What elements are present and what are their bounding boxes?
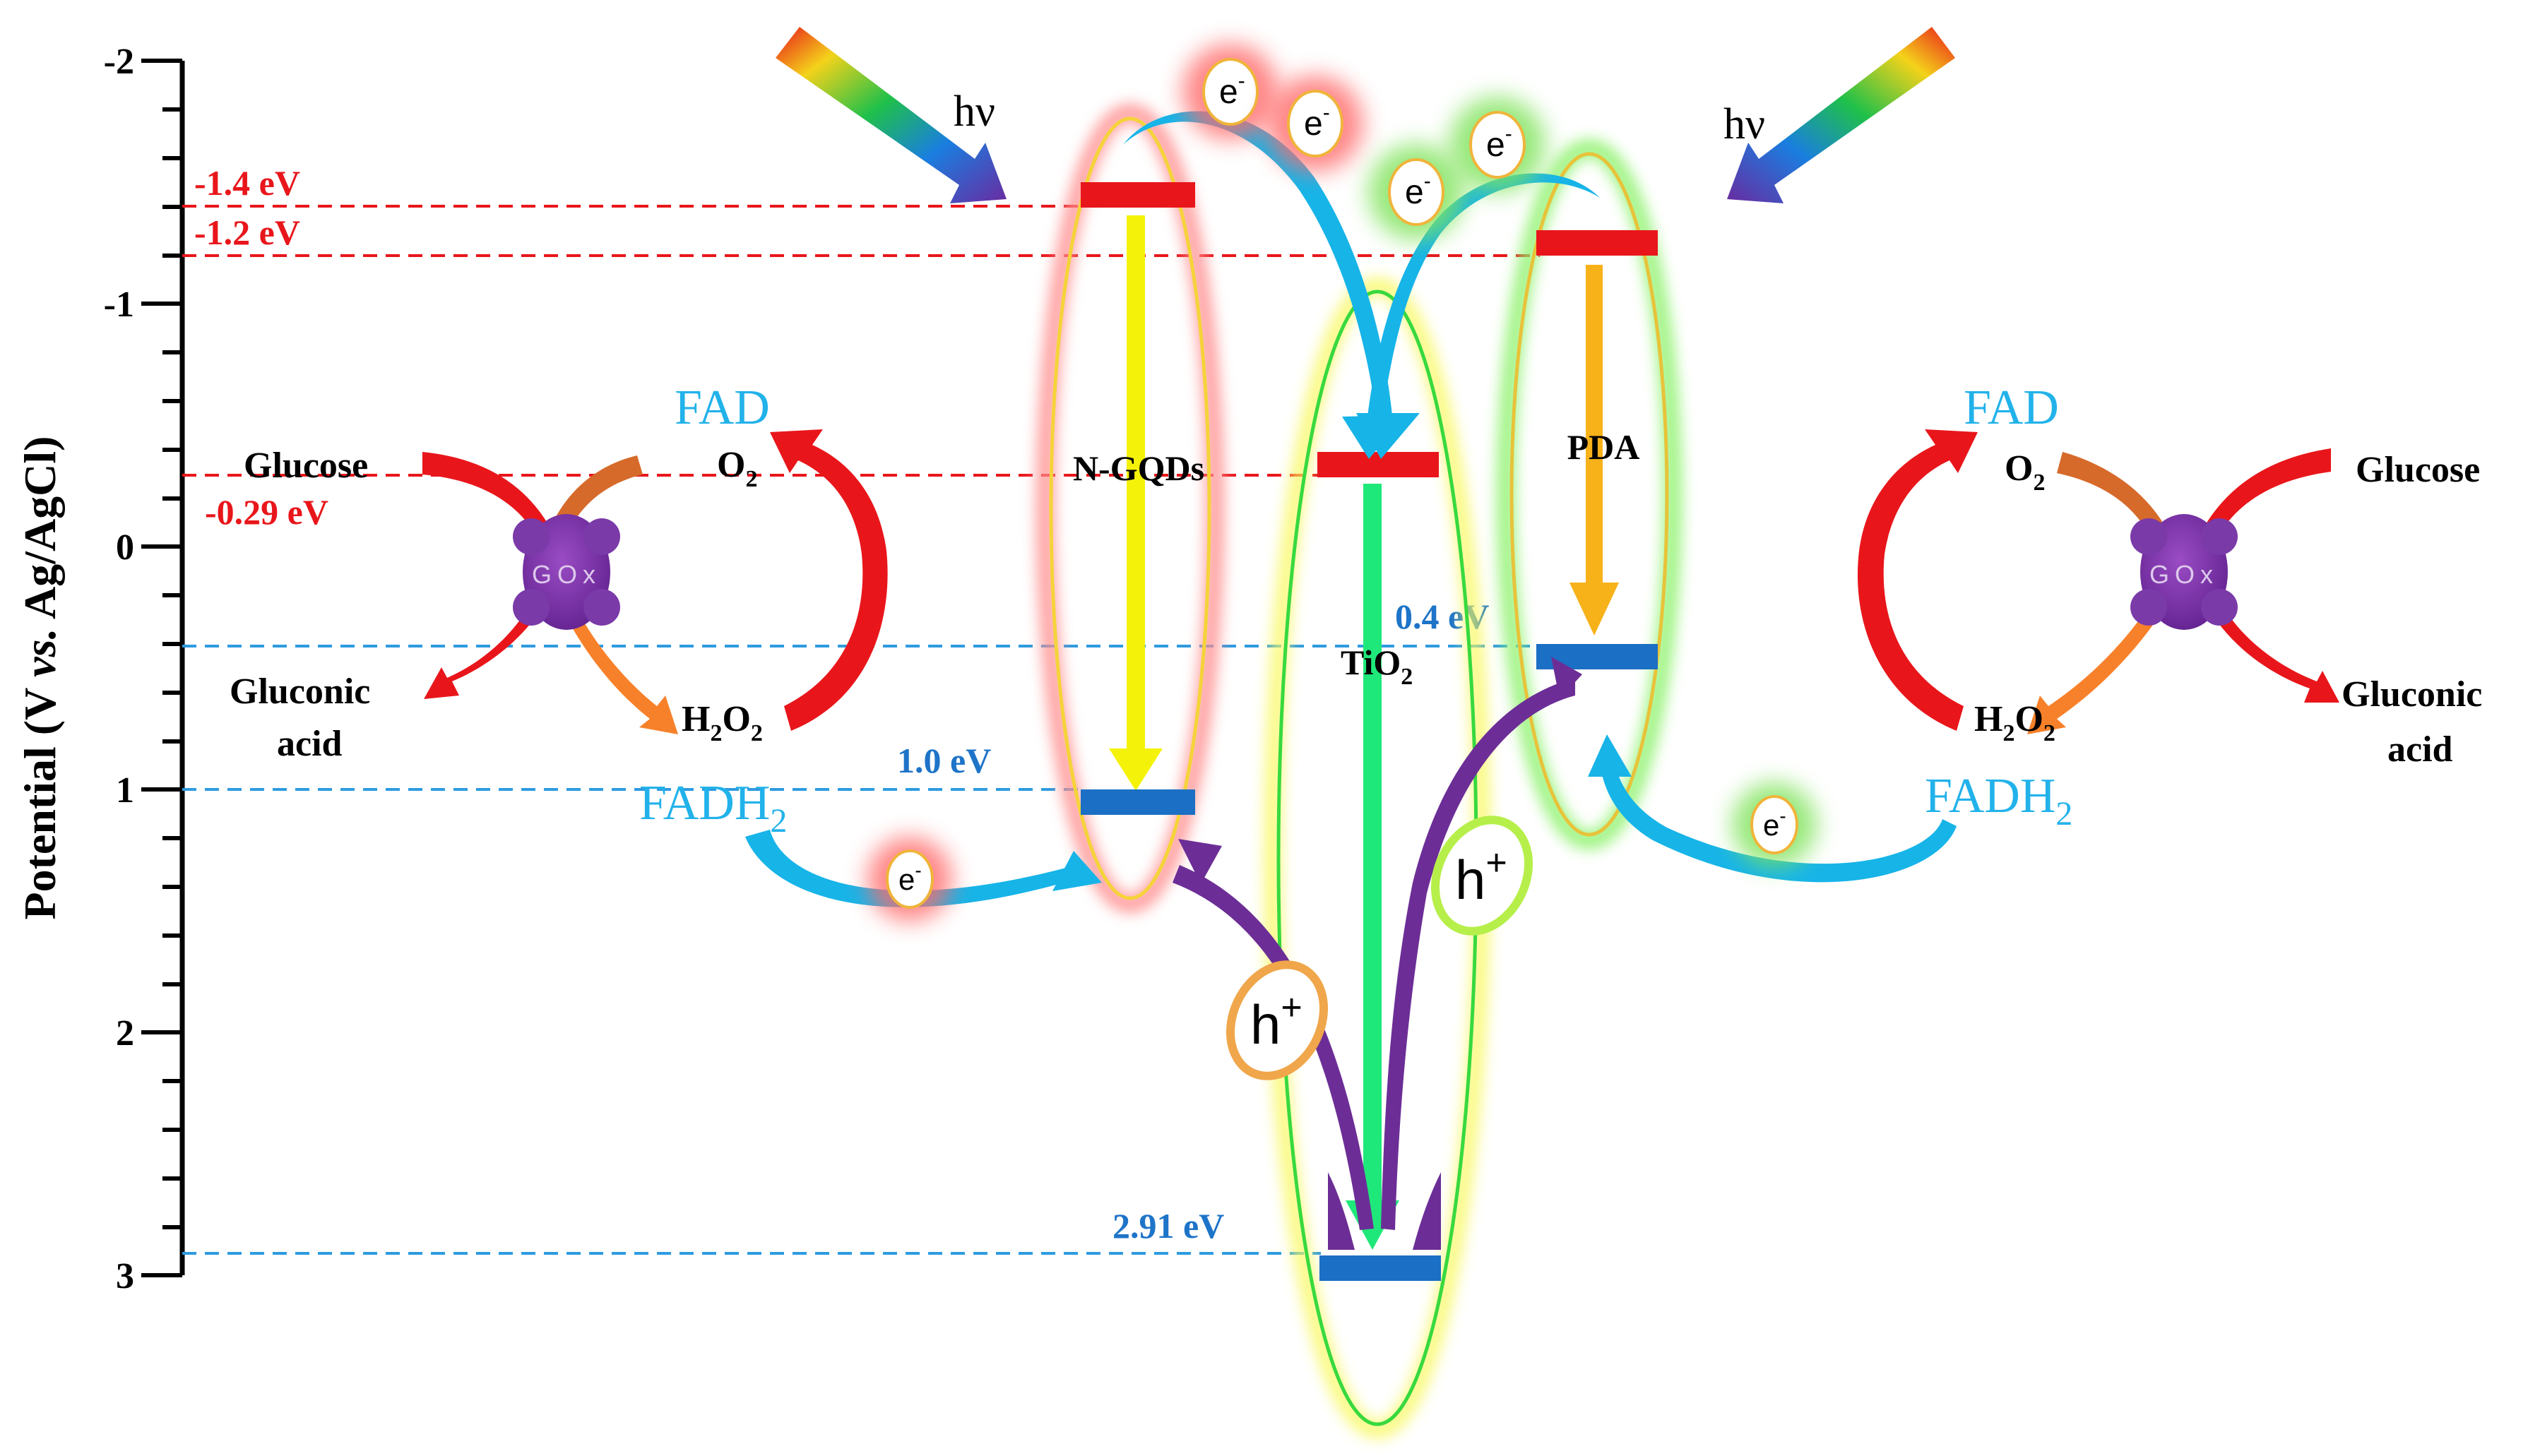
- pda-cb-bar: [1536, 230, 1658, 256]
- glucose-label-left: Glucose: [244, 446, 368, 486]
- hv-label-right: hν: [1723, 100, 1765, 148]
- svg-text:e-: e-: [1219, 69, 1245, 111]
- h2o2-label-left: H2O2: [682, 699, 763, 746]
- tick-label: 2: [116, 1013, 134, 1054]
- hole-bubble: h+: [1226, 960, 1329, 1080]
- light-arrow-left: [776, 27, 1007, 203]
- ngqd-region: [1036, 104, 1224, 913]
- fadh2-label-left: FADH2: [639, 776, 787, 840]
- svg-text:e-: e-: [1486, 122, 1512, 164]
- ngqd-excitation-arrow: [1109, 215, 1163, 791]
- svg-text:e-: e-: [1763, 805, 1786, 842]
- pda-excitation-arrow: [1569, 265, 1619, 635]
- potential-axis: -2 -1 0 1 2 3 Potential (V vs. Ag/AgCl): [15, 42, 185, 1296]
- level-label-ngqd-cb: -1.4 eV: [194, 163, 300, 203]
- hole-bubble: h+: [1430, 816, 1533, 936]
- enzyme-cycle-left: GOx: [422, 429, 888, 734]
- pda-label: PDA: [1567, 427, 1640, 467]
- ngqd-label: N-GQDs: [1073, 448, 1204, 488]
- electron-bubble: e-: [1449, 97, 1545, 193]
- hv-label-left: hν: [954, 88, 995, 136]
- ngqd-vb-bar: [1081, 789, 1195, 815]
- tick-label: 0: [116, 527, 134, 568]
- o2-label-right: O2: [2005, 448, 2045, 496]
- level-label-ngqd-vb: 1.0 eV: [897, 741, 991, 780]
- electron-bubble: e-: [1732, 782, 1817, 867]
- light-arrow-right: [1727, 27, 1955, 203]
- level-label-tio2-vb: 2.91 eV: [1112, 1206, 1224, 1246]
- h2o2-label-right: H2O2: [1974, 699, 2055, 746]
- svg-text:h+: h+: [1250, 987, 1302, 1056]
- tick-label: -2: [104, 42, 134, 82]
- level-label-tio2-cb: -0.29 eV: [205, 492, 328, 532]
- tick-label: 1: [116, 770, 134, 811]
- enzyme-cycle-right: GOx: [1857, 429, 2339, 734]
- fadh2-label-right: FADH2: [1925, 769, 2072, 833]
- glucose-label-right: Glucose: [2356, 450, 2480, 490]
- svg-text:e-: e-: [1304, 101, 1330, 143]
- fad-label-right: FAD: [1964, 381, 2059, 435]
- electron-bubble: e-: [1368, 144, 1464, 240]
- tick-label: -1: [104, 285, 134, 325]
- svg-text:h+: h+: [1455, 842, 1507, 911]
- o2-label-left: O2: [717, 445, 757, 492]
- pda-region: [1497, 139, 1682, 849]
- hole-transfer-arrows: [1173, 657, 1582, 1250]
- svg-text:e-: e-: [898, 859, 922, 896]
- electron-bubble: e-: [867, 837, 952, 921]
- tio2-vb-bar: [1319, 1255, 1441, 1281]
- level-label-pda-cb: -1.2 eV: [194, 213, 300, 252]
- ngqd-cb-bar: [1081, 182, 1195, 208]
- axis-label: Potential (V vs. Ag/AgCl): [15, 436, 65, 920]
- gox-enzyme: GOx: [513, 514, 620, 630]
- svg-text:GOx: GOx: [532, 560, 601, 589]
- svg-text:GOx: GOx: [2149, 560, 2219, 589]
- fad-label-left: FAD: [675, 381, 770, 435]
- electron-bubble: e-: [1182, 44, 1278, 140]
- electron-bubble: e-: [1267, 76, 1363, 172]
- tio2-cb-bar: [1317, 452, 1439, 477]
- tick-label: 3: [116, 1256, 134, 1296]
- svg-text:e-: e-: [1405, 169, 1431, 211]
- gox-enzyme: GOx: [2130, 514, 2238, 630]
- tio2-label: TiO2: [1341, 643, 1413, 690]
